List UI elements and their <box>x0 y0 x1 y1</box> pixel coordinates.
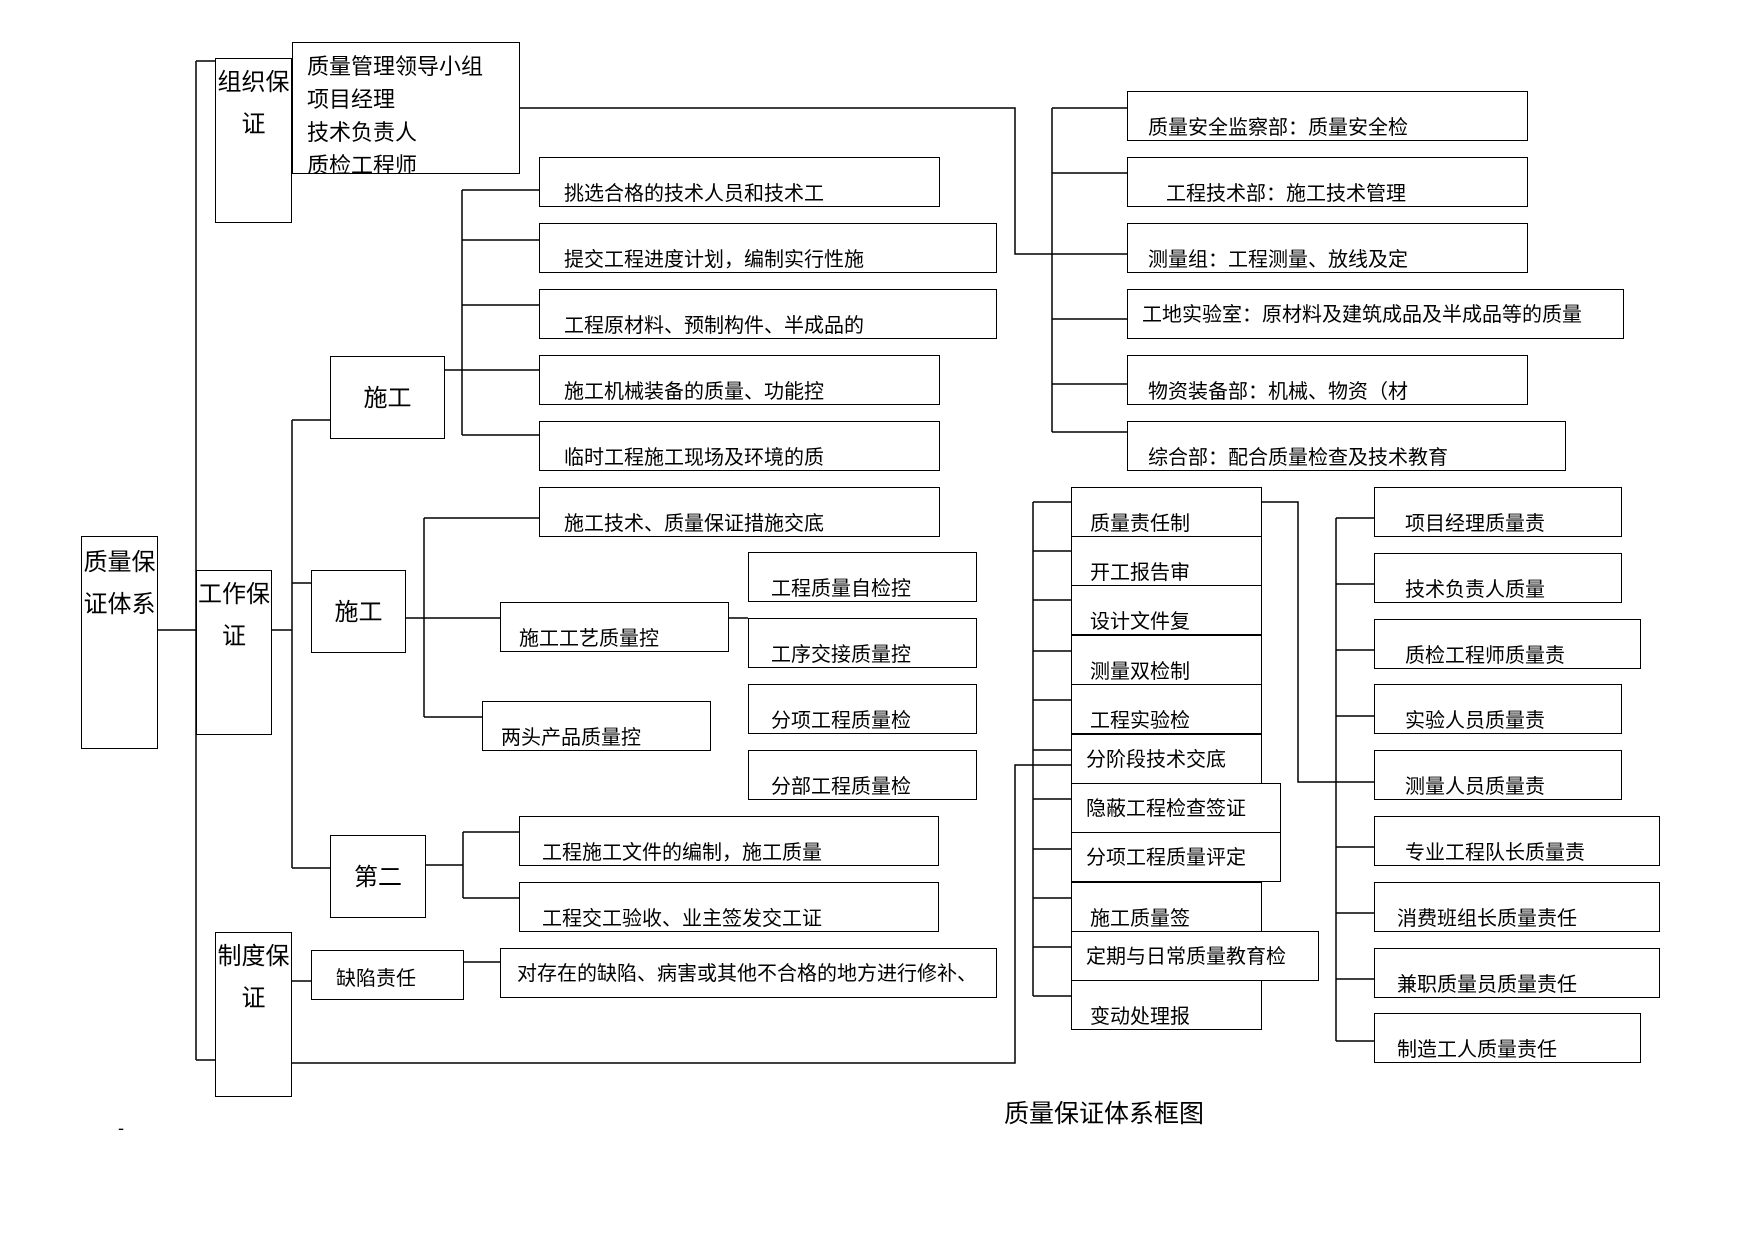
stage-defect-label: 缺陷责任 <box>336 966 416 990</box>
inspection-item: 分部工程质量检 <box>748 750 977 800</box>
department-item: 质量安全监察部：质量安全检 <box>1127 91 1528 141</box>
org-member: 技术负责人 <box>307 121 418 146</box>
construction-2-external: 两头产品质量控 <box>482 701 711 751</box>
responsibility-item: 测量人员质量责 <box>1374 750 1622 800</box>
responsibility-item: 兼职质量员质量责任 <box>1374 948 1660 998</box>
stage-construction-2: 施工 <box>311 570 406 653</box>
org-member: 质量管理领导小组 <box>307 55 484 80</box>
responsibility-item: 制造工人质量责任 <box>1374 1013 1641 1063</box>
stage-construction-1-label: 施工 <box>363 383 412 412</box>
responsibility-item: 项目经理质量责 <box>1374 487 1622 537</box>
department-item: 综合部：配合质量检查及技术教育 <box>1127 421 1566 471</box>
system-item: 分阶段技术交底 <box>1071 734 1262 784</box>
responsibility-item: 消费班组长质量责任 <box>1374 882 1660 932</box>
department-item: 工程技术部：施工技术管理 <box>1127 157 1528 207</box>
stage-second-label: 第二 <box>354 862 402 891</box>
system-item: 定期与日常质量教育检 <box>1071 931 1319 981</box>
category-work: 工作保证 <box>196 570 272 735</box>
org-member: 项目经理 <box>307 88 396 113</box>
stage-construction-2-label: 施工 <box>334 597 383 626</box>
diagram-caption: 质量保证体系框图 <box>1004 1099 1205 1128</box>
department-item: 物资装备部：机械、物资（材 <box>1127 355 1528 405</box>
system-item: 质量责任制 <box>1071 487 1262 537</box>
org-member: 质检工程师 <box>307 154 418 174</box>
system-item: 开工报告审 <box>1071 536 1262 586</box>
inspection-item: 工程质量自检控 <box>748 552 977 602</box>
responsibility-item: 实验人员质量责 <box>1374 684 1622 734</box>
root-label: 质量保证体系 <box>83 548 156 618</box>
construction-1-item: 工程原材料、预制构件、半成品的 <box>539 289 997 339</box>
system-item: 变动处理报 <box>1071 980 1262 1030</box>
org-members-list: 质量管理领导小组 项目经理 技术负责人 质检工程师 <box>307 51 484 174</box>
category-work-label: 工作保证 <box>198 580 270 650</box>
defect-item: 对存在的缺陷、病害或其他不合格的地方进行修补、 <box>500 948 997 998</box>
department-item: 工地实验室：原材料及建筑成品及半成品等的质量 <box>1127 289 1624 339</box>
inspection-item: 分项工程质量检 <box>748 684 977 734</box>
responsibility-item: 专业工程队长质量责 <box>1374 816 1660 866</box>
construction-2-process: 施工工艺质量控 <box>500 602 729 652</box>
second-item: 工程交工验收、业主签发交工证 <box>519 882 939 932</box>
stage-defect: 缺陷责任 <box>311 950 464 1000</box>
org-members-box: 质量管理领导小组 项目经理 技术负责人 质检工程师 <box>292 42 520 174</box>
construction-1-item: 挑选合格的技术人员和技术工 <box>539 157 940 207</box>
inspection-item: 工序交接质量控 <box>748 618 977 668</box>
department-item: 测量组：工程测量、放线及定 <box>1127 223 1528 273</box>
system-item: 测量双检制 <box>1071 635 1262 685</box>
root-box: 质量保证体系 <box>81 536 158 749</box>
responsibility-item: 质检工程师质量责 <box>1374 619 1641 669</box>
category-system-label: 制度保证 <box>217 942 290 1012</box>
system-item: 施工质量签 <box>1071 882 1262 932</box>
stage-construction-1: 施工 <box>330 356 445 439</box>
category-org: 组织保证 <box>215 58 292 223</box>
system-item: 分项工程质量评定 <box>1071 832 1281 882</box>
system-item: 工程实验检 <box>1071 684 1262 734</box>
category-org-label: 组织保证 <box>217 68 290 138</box>
system-item: 设计文件复 <box>1071 585 1262 635</box>
construction-1-item: 施工机械装备的质量、功能控 <box>539 355 940 405</box>
responsibility-item: 技术负责人质量 <box>1374 553 1622 603</box>
stage-second: 第二 <box>330 835 426 918</box>
construction-1-item: 临时工程施工现场及环境的质 <box>539 421 940 471</box>
category-system: 制度保证 <box>215 932 292 1097</box>
system-item: 隐蔽工程检查签证 <box>1071 783 1281 833</box>
construction-2-tech: 施工技术、质量保证措施交底 <box>539 487 940 537</box>
second-item: 工程施工文件的编制，施工质量 <box>519 816 939 866</box>
construction-1-item: 提交工程进度计划，编制实行性施 <box>539 223 997 273</box>
footnote-dash: - <box>118 1118 125 1139</box>
